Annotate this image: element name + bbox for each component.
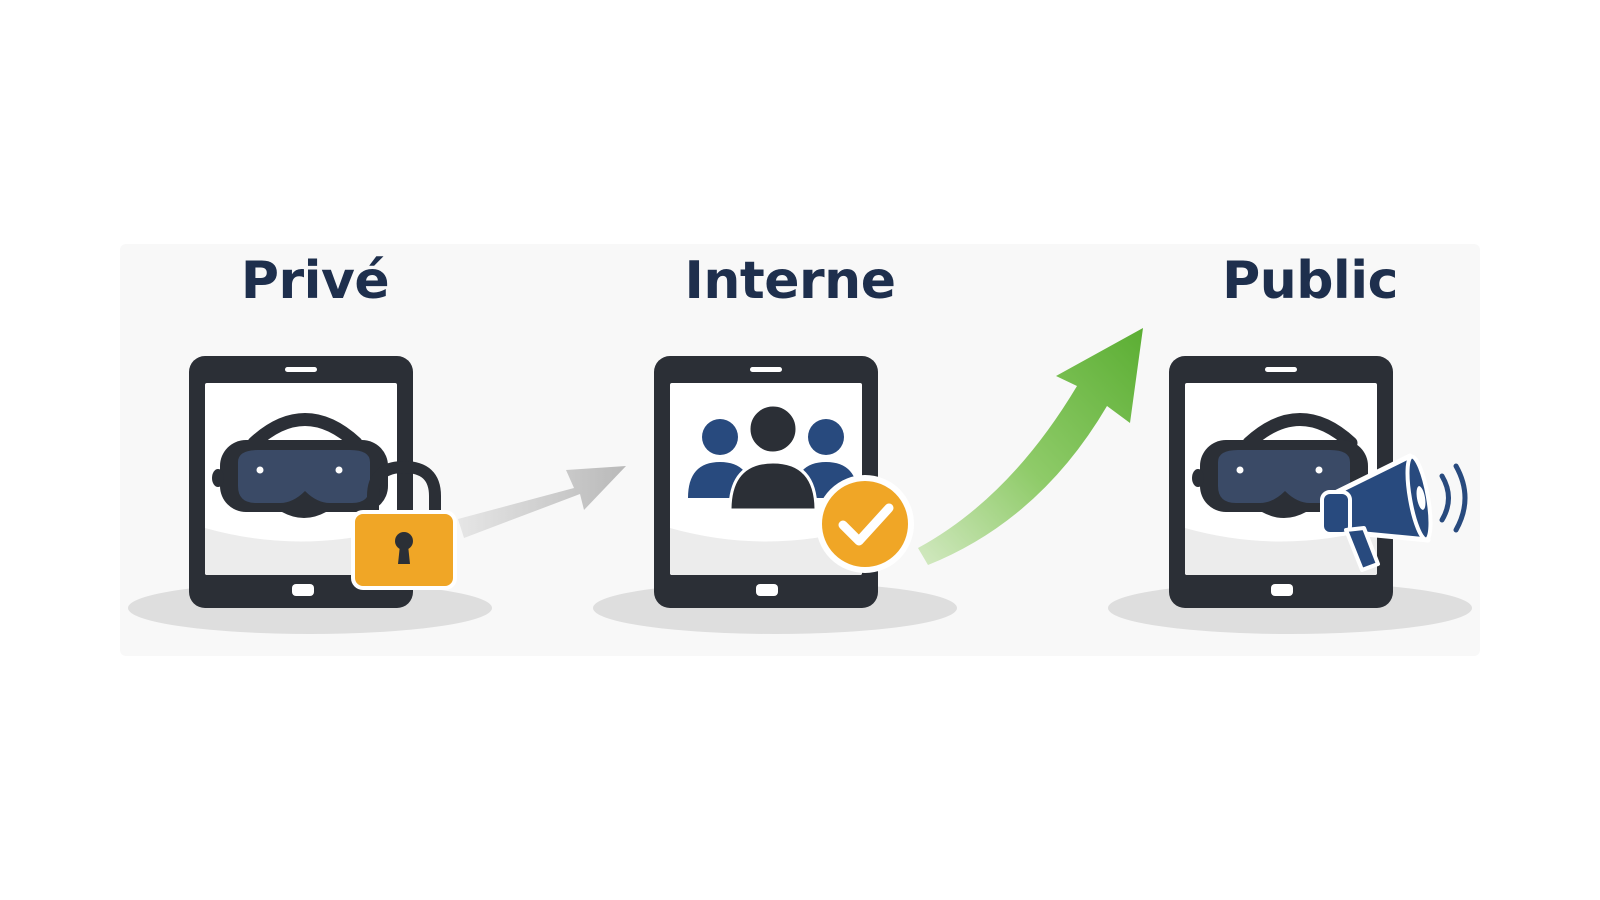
- user-group-icon: [688, 403, 858, 512]
- arrow-private-to-internal: [458, 466, 626, 538]
- stage-private: [128, 356, 492, 634]
- stage-title-public: Public: [1222, 251, 1398, 311]
- vr-headset-icon: [212, 413, 388, 518]
- checkmark-icon: [816, 475, 914, 573]
- stage-internal: [593, 356, 957, 634]
- lock-icon: [351, 460, 457, 590]
- stage-title-private: Privé: [240, 251, 390, 311]
- megaphone-icon: [1320, 453, 1468, 572]
- arrow-internal-to-public: [918, 328, 1143, 565]
- stage-title-internal: Interne: [684, 251, 896, 311]
- stage-public: [1108, 356, 1472, 634]
